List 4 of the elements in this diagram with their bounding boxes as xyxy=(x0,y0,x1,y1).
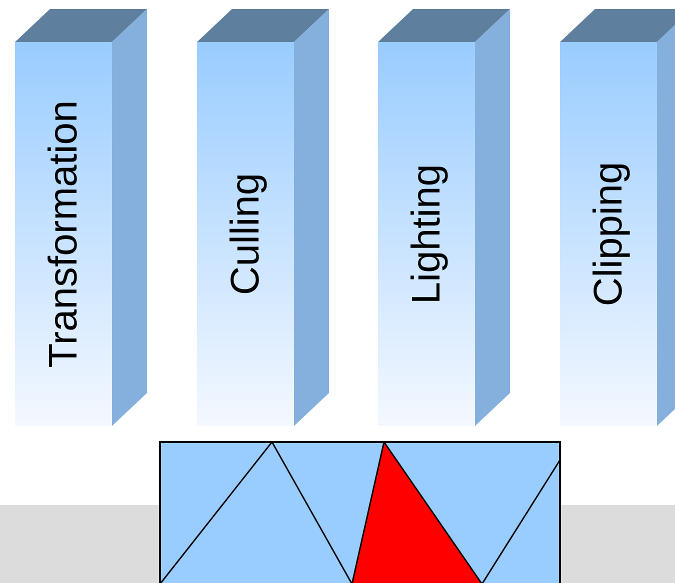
stage-label: Transformation xyxy=(41,100,86,368)
stage-label: Clipping xyxy=(586,162,631,306)
stage-label: Culling xyxy=(223,172,268,296)
stage-label: Lighting xyxy=(404,164,449,304)
